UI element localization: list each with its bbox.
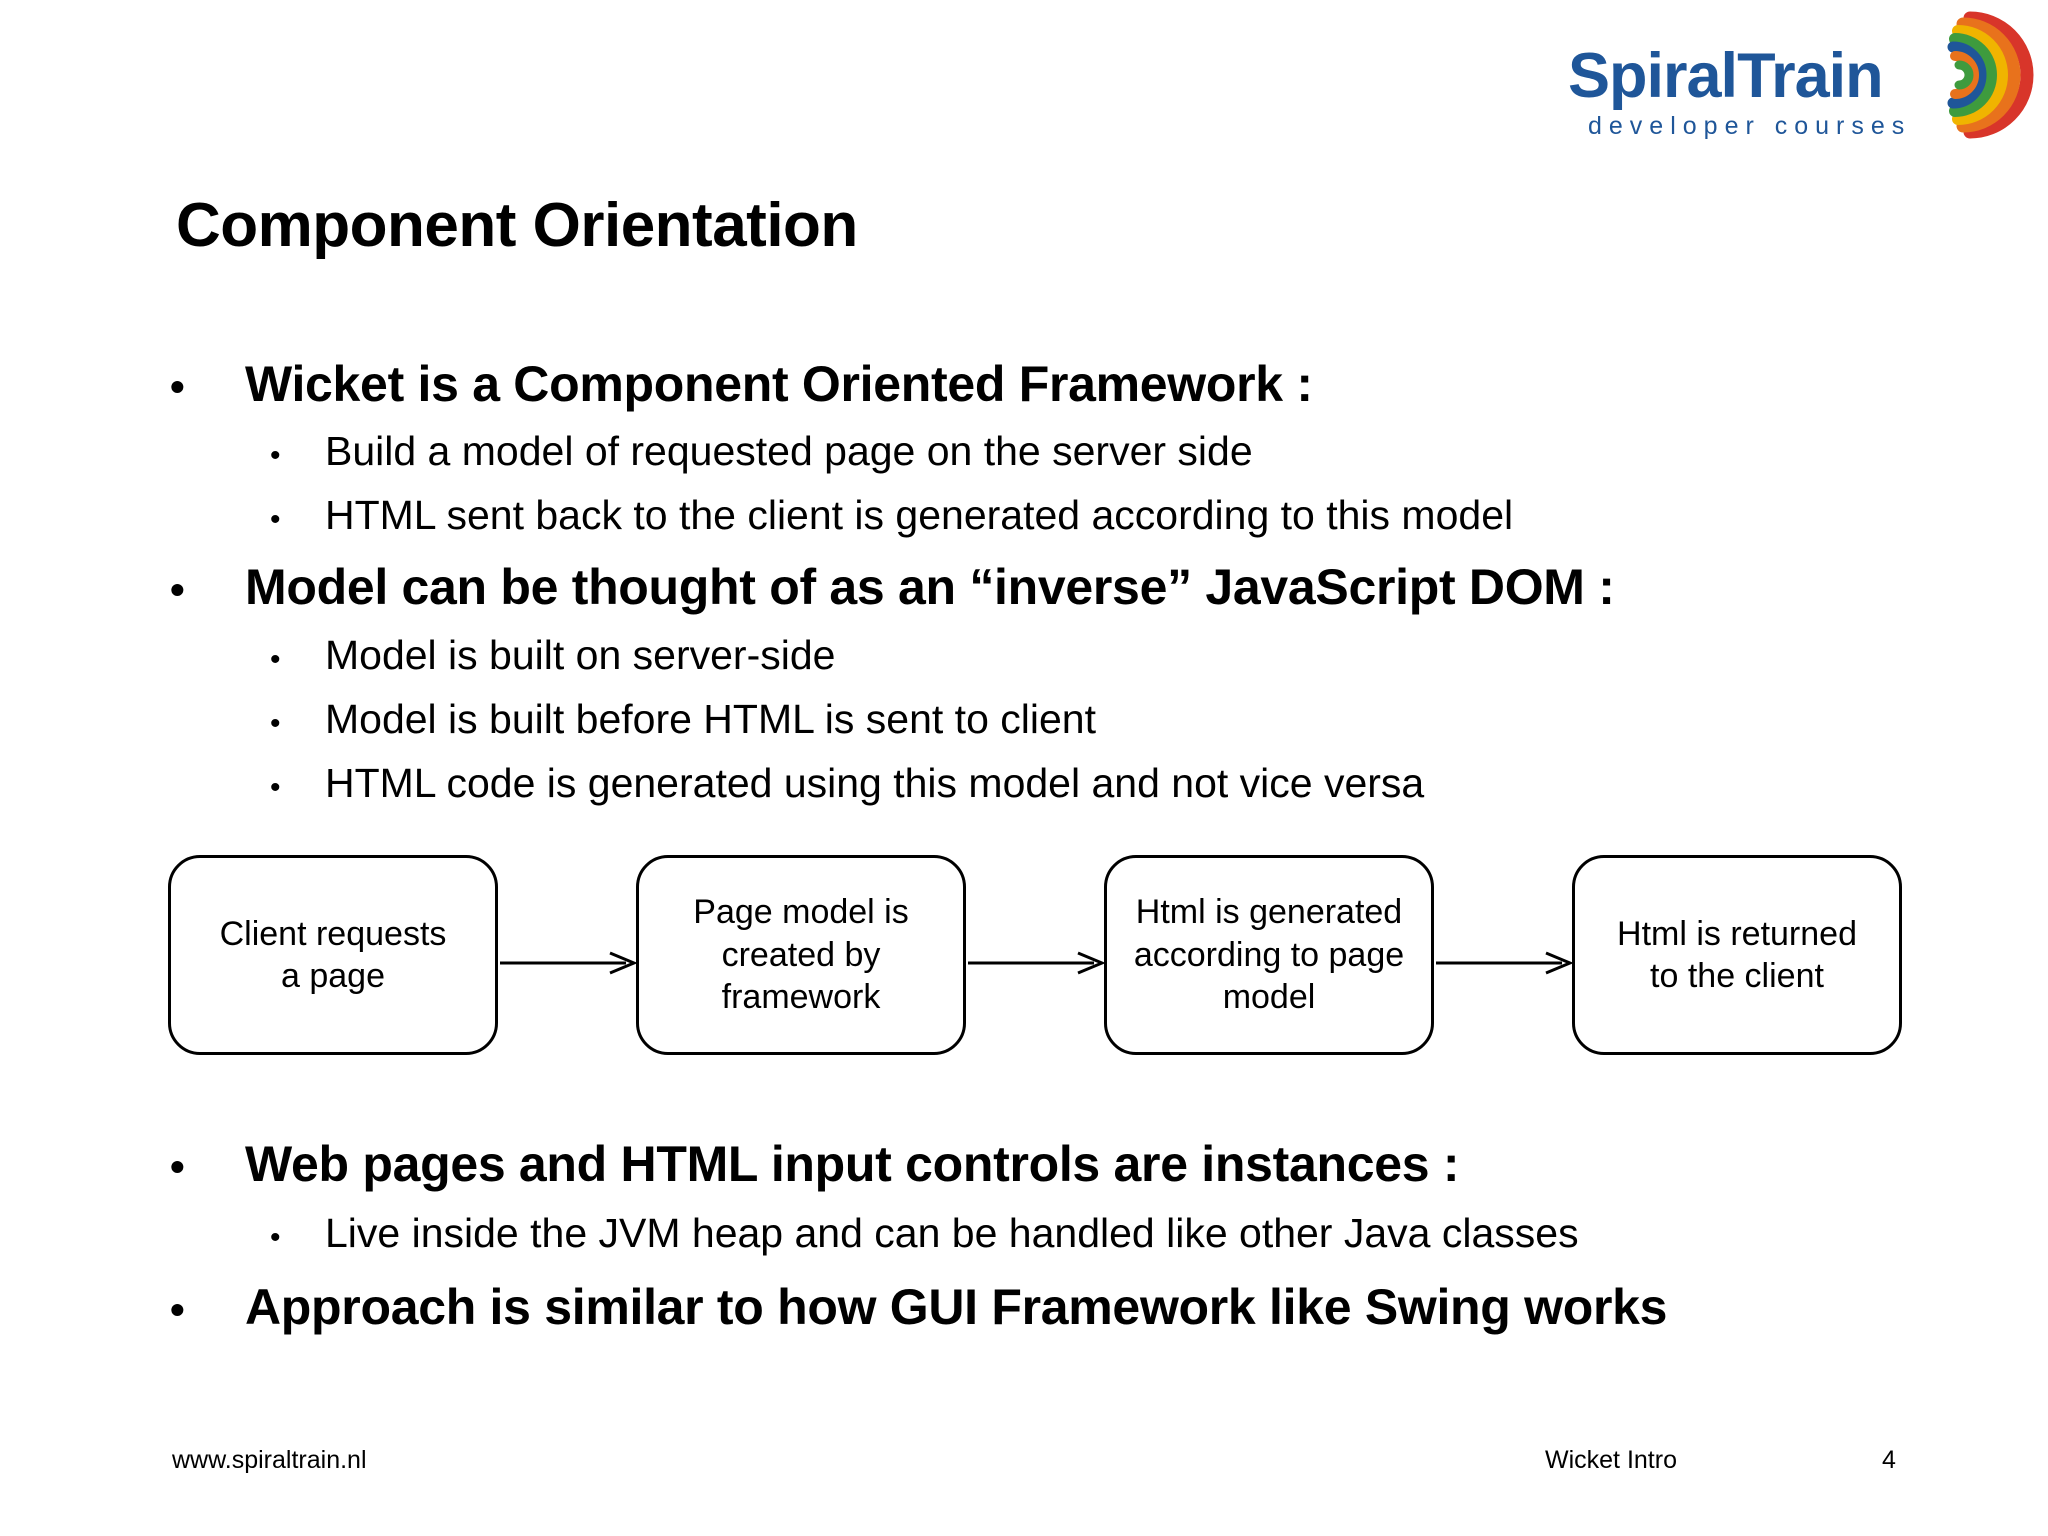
bullet-marker-icon: • xyxy=(270,771,281,804)
bullet-text: Live inside the JVM heap and can be hand… xyxy=(325,1210,1579,1256)
flow-box-line: to the client xyxy=(1650,957,1824,995)
bullet-item-level1: • Web pages and HTML input controls are i… xyxy=(170,1135,1460,1193)
bullet-item-level2: • HTML code is generated using this model… xyxy=(270,760,1424,807)
flow-box-line: Html is returned xyxy=(1617,914,1857,953)
flow-box-line: model xyxy=(1222,978,1316,1017)
flow-box-line: created by xyxy=(721,935,881,974)
flow-box-label: Client requests a page xyxy=(210,913,457,998)
flow-arrow-2-icon xyxy=(968,951,1104,975)
bullet-item-level1: • Wicket is a Component Oriented Framewor… xyxy=(170,355,1313,413)
bullet-text: Model is built before HTML is sent to cl… xyxy=(325,696,1096,742)
spiraltrain-logo: SpiralTrain developer courses xyxy=(1568,8,2038,143)
bullet-text: Approach is similar to how GUI Framework… xyxy=(245,1279,1668,1335)
bullet-item-level2: • Model is built on server-side xyxy=(270,632,835,679)
flow-box-label: Html is returned to the client xyxy=(1607,913,1867,998)
bullet-item-level1: • Model can be thought of as an “inverse”… xyxy=(170,558,1615,616)
flow-box-line: according to page xyxy=(1133,935,1405,974)
logo-tagline: developer courses xyxy=(1588,112,1912,140)
bullet-marker-icon: • xyxy=(170,363,185,410)
flow-arrow-3-icon xyxy=(1436,951,1572,975)
flow-box-line: a page xyxy=(281,957,385,995)
bullet-marker-icon: • xyxy=(270,643,281,676)
footer-page-number: 4 xyxy=(1882,1446,1896,1474)
bullet-marker-icon: • xyxy=(170,566,185,613)
bullet-text: Wicket is a Component Oriented Framework… xyxy=(245,356,1313,412)
flow-box-line: Page model is xyxy=(693,893,909,932)
bullet-marker-icon: • xyxy=(170,1286,185,1333)
flow-box-line: Html is generated xyxy=(1135,893,1403,932)
page-title: Component Orientation xyxy=(176,191,858,260)
bullet-marker-icon: • xyxy=(170,1143,185,1190)
footer-url: www.spiraltrain.nl xyxy=(172,1446,367,1474)
bullet-text: Model is built on server-side xyxy=(325,632,836,678)
bullet-marker-icon: • xyxy=(270,707,281,740)
flow-box-line: framework xyxy=(721,978,881,1017)
bullet-item-level2: • Model is built before HTML is sent to c… xyxy=(270,696,1096,743)
logo-wordmark: SpiralTrain xyxy=(1568,41,1884,111)
bullet-item-level2: • HTML sent back to the client is generat… xyxy=(270,492,1513,539)
bullet-text: HTML sent back to the client is generate… xyxy=(325,492,1514,538)
bullet-item-level2: • Build a model of requested page on the … xyxy=(270,428,1253,475)
bullet-text: Build a model of requested page on the s… xyxy=(325,428,1253,474)
bullet-item-level2: • Live inside the JVM heap and can be han… xyxy=(270,1210,1579,1257)
flow-box-line: Client requests xyxy=(219,914,447,953)
flow-arrow-1-icon xyxy=(500,951,636,975)
flow-box-html-returned: Html is returned to the client xyxy=(1572,855,1902,1055)
flow-box-client-requests: Client requests a page xyxy=(168,855,498,1055)
bullet-item-level1: • Approach is similar to how GUI Framewor… xyxy=(170,1278,1667,1336)
footer-deck-title: Wicket Intro xyxy=(1545,1446,1677,1474)
bullet-marker-icon: • xyxy=(270,1221,281,1254)
bullet-marker-icon: • xyxy=(270,439,281,472)
bullet-text: Web pages and HTML input controls are in… xyxy=(245,1136,1460,1192)
bullet-text: HTML code is generated using this model … xyxy=(325,760,1425,806)
spiral-logo-icon xyxy=(1947,11,2034,139)
bullet-text: Model can be thought of as an “inverse” … xyxy=(245,559,1615,615)
bullet-marker-icon: • xyxy=(270,503,281,536)
